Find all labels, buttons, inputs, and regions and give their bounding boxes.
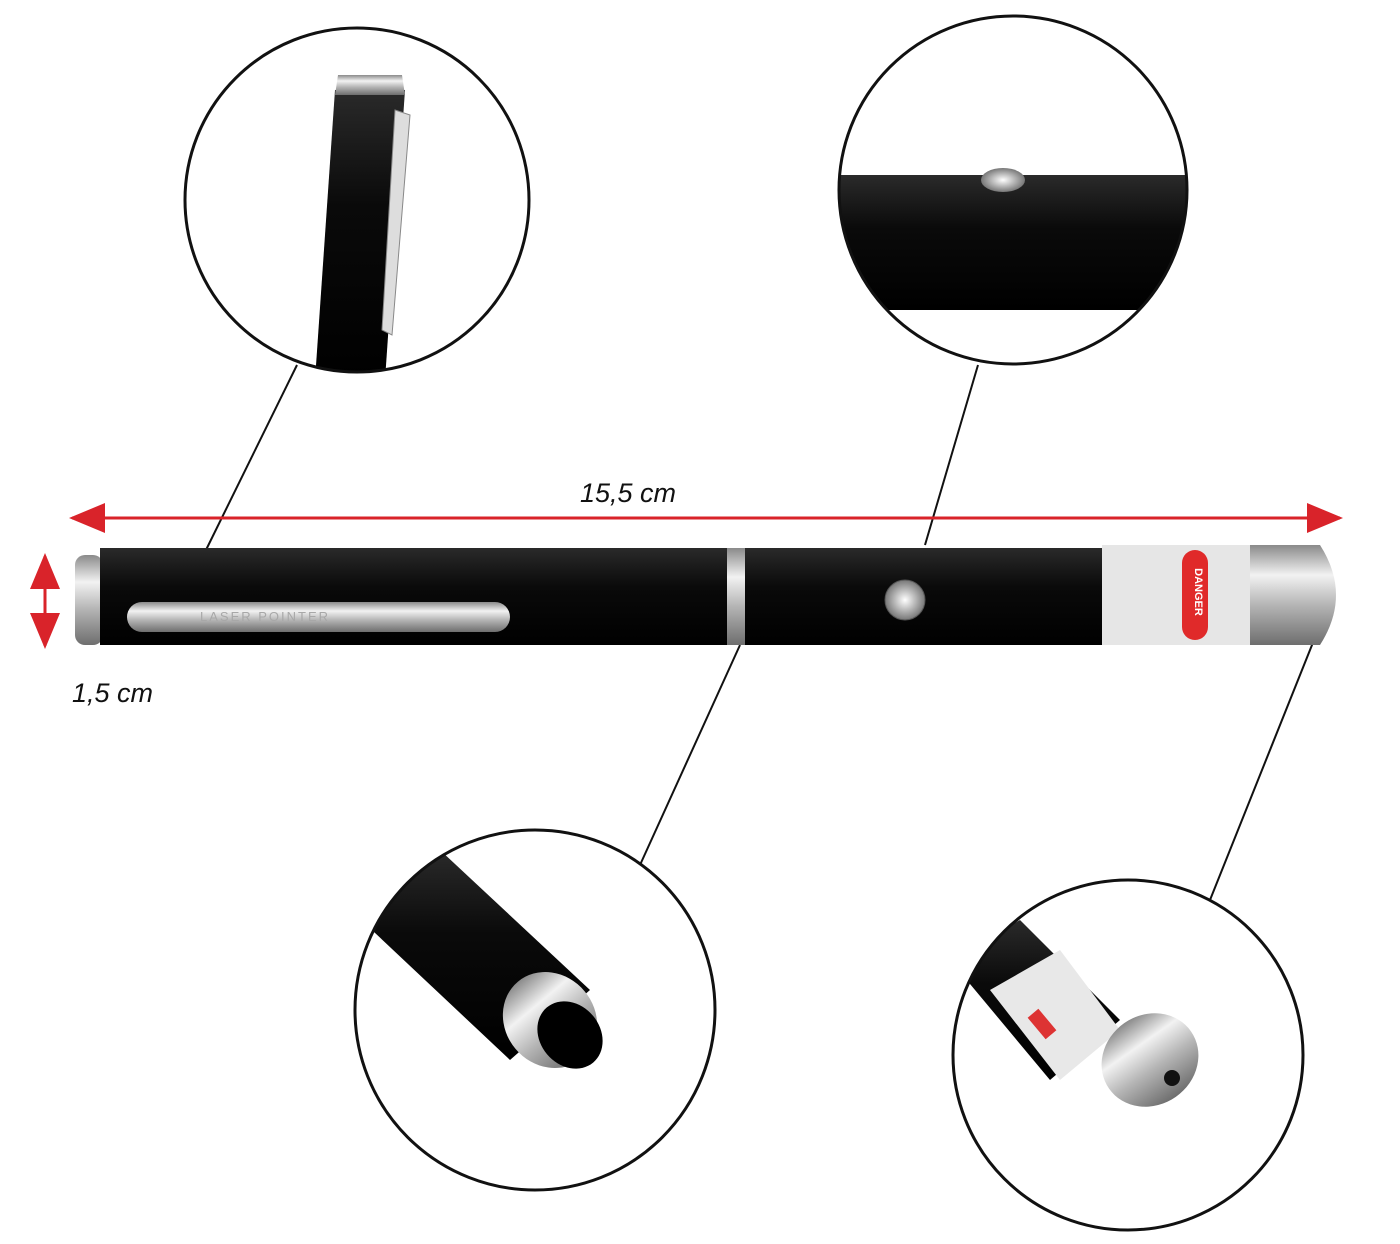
- warning-sticker: [1102, 545, 1252, 645]
- pen-cap-end: [75, 555, 103, 645]
- laser-tip-detail-circle: [951, 878, 1305, 1232]
- callout-line-end-cap: [639, 644, 741, 866]
- button-icon: [981, 168, 1025, 192]
- pen-ring: [727, 548, 745, 645]
- button-detail-circle: [837, 14, 1189, 366]
- danger-text: DANGER: [1192, 568, 1204, 616]
- danger-badge: [1182, 550, 1208, 640]
- pen-clip: [127, 602, 510, 632]
- length-label: 15,5 cm: [580, 478, 677, 508]
- clip-text: LASER POINTER: [200, 609, 331, 624]
- clip-detail-circle: [183, 26, 531, 374]
- diameter-label: 1,5 cm: [72, 678, 154, 708]
- callout-line-tip: [1209, 599, 1331, 901]
- end-cap-detail-circle: [353, 828, 717, 1192]
- callout-line-clip: [204, 364, 298, 553]
- laser-pointer-pen: [75, 545, 1336, 645]
- power-button-icon: [884, 579, 926, 621]
- laser-tip: [1250, 545, 1336, 645]
